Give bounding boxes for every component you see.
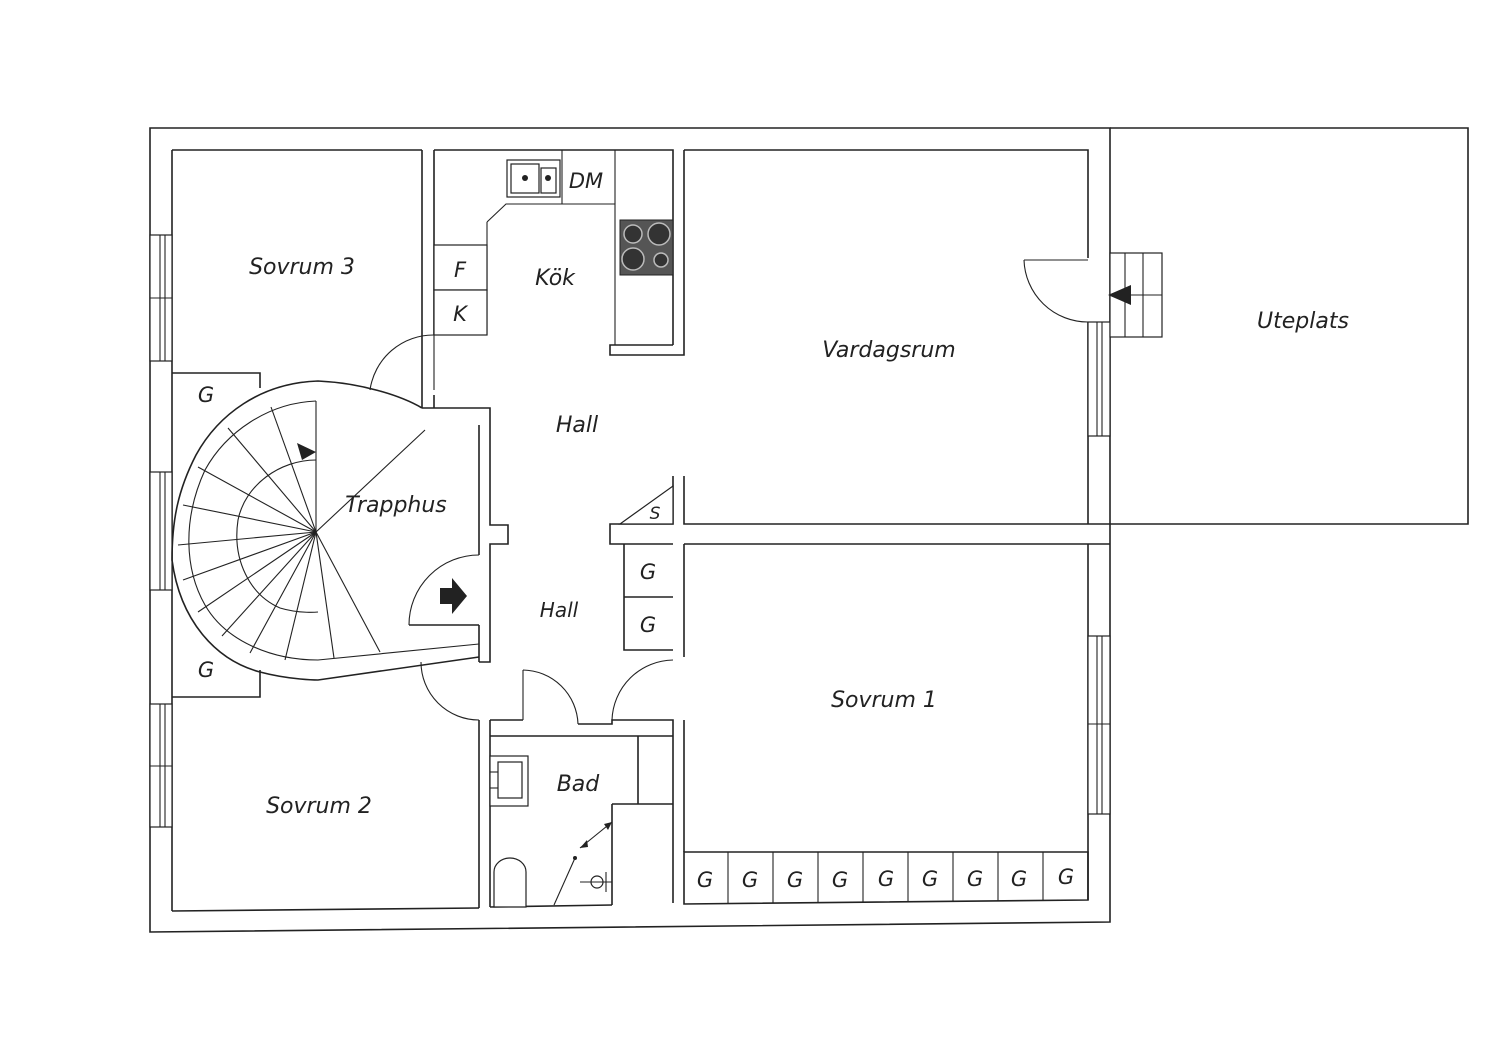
- label-g-closet-9: G: [1058, 865, 1074, 889]
- label-g-closet-2: G: [742, 868, 758, 892]
- label-sovrum1: Sovrum 1: [831, 688, 937, 713]
- s-cabinet: [618, 484, 674, 525]
- interior-walls: [172, 127, 1469, 908]
- label-uteplats: Uteplats: [1257, 309, 1349, 334]
- window-sovrum1: [1087, 635, 1111, 815]
- label-sovrum3: Sovrum 3: [249, 255, 355, 280]
- label-g-stair-bottom: G: [198, 658, 214, 682]
- label-hall-lower: Hall: [540, 598, 579, 622]
- label-g-closet-4: G: [832, 868, 848, 892]
- closet-row: [727, 852, 1044, 903]
- label-hall-upper: Hall: [556, 413, 598, 438]
- fixture-labels: DM F K S G G G G G G G G G G G G G: [198, 169, 1074, 892]
- label-bad: Bad: [557, 772, 601, 797]
- entrance-steps: [1108, 252, 1163, 338]
- spiral-stair: [171, 380, 480, 681]
- entrance-arrow-icon: [1108, 285, 1131, 305]
- label-s: S: [650, 504, 661, 524]
- label-g-hall-2: G: [640, 613, 656, 637]
- label-g-closet-7: G: [967, 867, 983, 891]
- label-g-closet-3: G: [787, 868, 803, 892]
- doors: [369, 259, 1089, 725]
- label-dm: DM: [569, 169, 603, 193]
- kitchen-fixtures: [433, 150, 674, 345]
- label-g-stair-top: G: [198, 383, 214, 407]
- label-g-closet-1: G: [697, 868, 713, 892]
- label-g-hall-1: G: [640, 560, 656, 584]
- bathroom-fixtures: [489, 755, 613, 908]
- window-trapphus: [149, 471, 173, 591]
- label-g-closet-5: G: [878, 867, 894, 891]
- label-g-closet-8: G: [1011, 867, 1027, 891]
- windows: [149, 234, 1111, 828]
- label-g-closet-6: G: [922, 867, 938, 891]
- stair-entry-arrow-icon: [440, 578, 467, 614]
- label-f: F: [454, 258, 467, 282]
- label-k: K: [453, 302, 469, 326]
- label-trapphus: Trapphus: [345, 493, 447, 518]
- label-kok: Kök: [535, 266, 576, 291]
- window-vardagsrum: [1087, 321, 1111, 437]
- room-labels: Sovrum 3 Kök Vardagsrum Uteplats Hall Tr…: [249, 255, 1349, 819]
- label-vardagsrum: Vardagsrum: [822, 338, 955, 363]
- toilet-icon: [493, 857, 527, 908]
- stair-direction-arrow-icon: [297, 443, 316, 460]
- label-sovrum2: Sovrum 2: [266, 794, 372, 819]
